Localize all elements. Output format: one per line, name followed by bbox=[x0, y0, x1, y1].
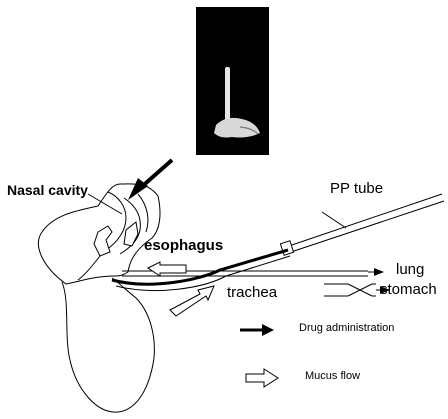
label-stomach: stomach bbox=[380, 282, 437, 297]
lung-arrowhead bbox=[374, 268, 384, 276]
esophagus-mucus-arrow bbox=[148, 262, 186, 276]
body-outline bbox=[62, 278, 154, 412]
legend-drug-administration-label: Drug administration bbox=[299, 323, 394, 334]
label-esophagus: esophagus bbox=[144, 238, 223, 253]
esophagus-tube bbox=[112, 250, 288, 284]
pp-tube-lower bbox=[288, 201, 444, 253]
label-trachea: trachea bbox=[227, 285, 277, 300]
trachea-mucus-arrow bbox=[170, 286, 214, 316]
pp-tube-upper bbox=[286, 194, 442, 247]
label-pp-tube: PP tube bbox=[330, 181, 383, 196]
legend-drug-arrowhead bbox=[262, 324, 274, 336]
label-nasal-cavity: Nasal cavity bbox=[7, 183, 88, 197]
label-lung: lung bbox=[396, 262, 424, 277]
pp-tube-pointer bbox=[322, 212, 346, 228]
nasal-mucus-arrow-2 bbox=[124, 222, 138, 246]
legend-mucus-flow-label: Mucus flow bbox=[305, 371, 360, 382]
legend-mucus-arrow bbox=[246, 369, 278, 387]
nasal-mucus-arrow-1 bbox=[94, 226, 112, 256]
